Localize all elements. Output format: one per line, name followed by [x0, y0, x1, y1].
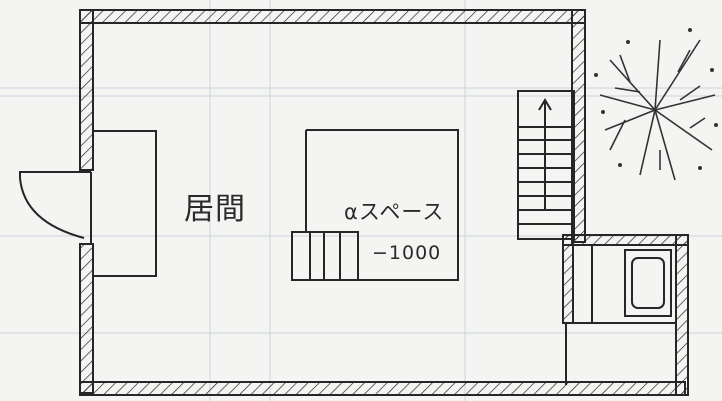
tree-icon — [599, 39, 716, 181]
staircase — [517, 90, 575, 240]
door-swing-icon — [19, 171, 92, 244]
alpha-space-offset: −1000 — [372, 242, 442, 264]
alpha-space-label: αスペース — [344, 200, 445, 224]
room-label: 居間 — [184, 192, 246, 227]
outer-walls — [79, 9, 689, 396]
bathroom — [565, 245, 676, 385]
step-platform — [291, 231, 359, 281]
tree-dots — [594, 28, 718, 170]
alpha-space-box — [305, 129, 459, 281]
stair-arrow-icon — [538, 98, 552, 210]
bathtub-icon — [624, 249, 672, 317]
partition-wall — [93, 130, 157, 277]
